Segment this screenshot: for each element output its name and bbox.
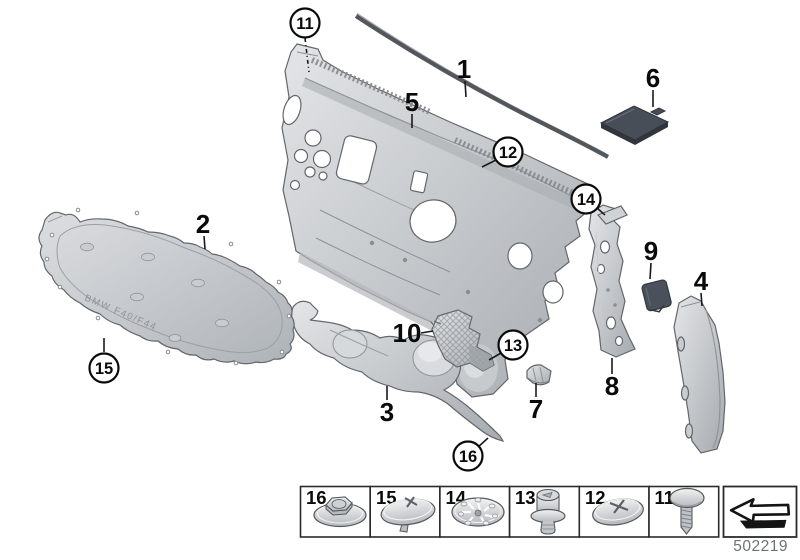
- callout-label[interactable]: 7: [529, 394, 543, 424]
- callout-label[interactable]: 1: [457, 54, 471, 84]
- leader-line: [700, 292, 703, 307]
- callout-label[interactable]: 9: [644, 236, 658, 266]
- textured-shield-drawing: [431, 309, 495, 372]
- callout-circle[interactable]: [289, 7, 321, 39]
- bracket-insulation-pad-drawing: [641, 279, 672, 313]
- callout-10[interactable]: 10: [393, 318, 434, 348]
- callout-7[interactable]: 7: [529, 383, 543, 424]
- legend-cell-label[interactable]: 15: [376, 487, 397, 508]
- callout-label[interactable]: 8: [605, 371, 619, 401]
- callout-label[interactable]: 6: [646, 63, 660, 93]
- callout-16[interactable]: 16: [452, 437, 489, 472]
- callout-label[interactable]: 14: [577, 191, 596, 209]
- callout-circle[interactable]: [88, 352, 120, 384]
- leader-line: [464, 80, 467, 98]
- callout-label[interactable]: 4: [694, 266, 709, 296]
- leader-line: [649, 262, 652, 280]
- pad-fastener-holes: [44, 207, 292, 366]
- callout-13[interactable]: 13: [488, 329, 529, 361]
- callout-label[interactable]: 15: [95, 360, 113, 378]
- callout-circle[interactable]: [452, 440, 484, 472]
- callout-14[interactable]: 14: [570, 183, 606, 216]
- back-arrow-icon[interactable]: [728, 492, 791, 538]
- small-insulation-pad-drawing: [599, 105, 670, 145]
- callout-circle[interactable]: [497, 329, 529, 361]
- callout-4[interactable]: 4: [694, 266, 709, 307]
- callout-label[interactable]: 5: [405, 87, 419, 117]
- side-bracket-drawing: [588, 204, 636, 358]
- leader-line: [203, 235, 206, 250]
- callout-5[interactable]: 5: [405, 87, 419, 128]
- leader-line: [596, 207, 606, 216]
- callout-9[interactable]: 9: [644, 236, 658, 280]
- legend-cell-label[interactable]: 16: [306, 487, 327, 508]
- legend-cell-label[interactable]: 11: [655, 487, 675, 508]
- callout-15[interactable]: 15: [88, 338, 120, 384]
- cowl-corrugation-left: [310, 57, 432, 115]
- washer-head-screw-angled-icon: [592, 498, 644, 526]
- callout-6[interactable]: 6: [646, 63, 660, 107]
- lower-dash-insulation-drawing: [291, 300, 505, 442]
- callout-label[interactable]: 2: [196, 209, 210, 239]
- washer-head-screw-icon: [380, 496, 436, 533]
- leader-line: [420, 330, 434, 334]
- small-clip-drawing: [526, 364, 552, 386]
- callout-3[interactable]: 3: [380, 386, 394, 427]
- callout-12[interactable]: 12: [481, 136, 524, 168]
- leader-line: [488, 352, 502, 361]
- callout-label[interactable]: 3: [380, 397, 394, 427]
- legend-cell-15[interactable]: 15: [369, 485, 441, 538]
- callout-label[interactable]: 11: [296, 15, 313, 33]
- legend-cell-label[interactable]: 12: [585, 487, 606, 508]
- fastener-legend: 16 15 14: [299, 485, 798, 538]
- callout-label[interactable]: 10: [393, 318, 422, 348]
- callout-11[interactable]: 11: [289, 7, 321, 73]
- a-pillar-insulation-drawing: [673, 295, 726, 454]
- legend-cell-14[interactable]: 14: [439, 485, 511, 538]
- cowl-corrugation-right: [453, 137, 582, 199]
- callout-circle[interactable]: [570, 183, 602, 215]
- callout-1[interactable]: 1: [457, 54, 471, 98]
- legend-cell-12[interactable]: 12: [578, 485, 650, 538]
- leader-line: [481, 159, 497, 168]
- callout-8[interactable]: 8: [605, 358, 619, 401]
- legend-cell-11[interactable]: 11: [648, 485, 720, 538]
- legend-nav-box[interactable]: [722, 485, 798, 538]
- cowl-seal-strip-drawing: [354, 12, 610, 159]
- callout-label[interactable]: 12: [499, 144, 517, 162]
- callout-circle[interactable]: [492, 136, 524, 168]
- hood-insulation-pad-drawing: BMW F40/F44: [38, 207, 295, 366]
- legend-cell-label[interactable]: 13: [515, 487, 536, 508]
- star-lock-washer-icon: [451, 497, 505, 527]
- pan-head-screw-icon: [669, 487, 705, 535]
- diagram-code: 502219: [733, 538, 788, 555]
- legend-cell-13[interactable]: 13: [508, 485, 581, 538]
- callout-label[interactable]: 13: [504, 337, 522, 355]
- callout-2[interactable]: 2: [196, 209, 210, 250]
- firewall-panel-drawing: [281, 43, 601, 398]
- expanding-rivet-icon: [530, 488, 566, 535]
- pad-dimples: [80, 242, 229, 342]
- callout-label[interactable]: 16: [459, 448, 477, 466]
- flange-nut-icon: [313, 496, 367, 528]
- legend-cell-16[interactable]: 16: [299, 485, 371, 538]
